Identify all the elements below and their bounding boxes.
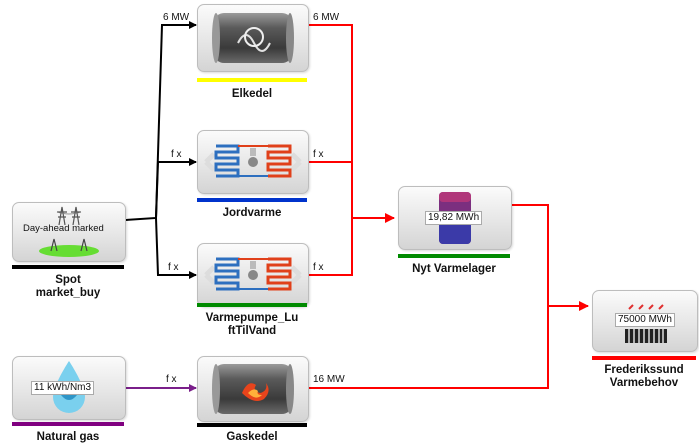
jordvarme-box[interactable] <box>197 130 309 194</box>
green-ground-icon <box>37 237 101 257</box>
varmelager-label: Nyt Varmelager <box>412 263 496 275</box>
elkedel-box[interactable] <box>197 4 309 72</box>
demand-inner-label: 75000 MWh <box>615 313 675 327</box>
gas-boiler-icon <box>208 361 298 417</box>
varmepumpe-box[interactable] <box>197 243 309 307</box>
line-spot-jordvarme <box>155 158 197 219</box>
demand-color-bar <box>592 356 696 360</box>
elkedel-color-bar <box>197 78 307 82</box>
power-pylon-icon <box>51 205 87 225</box>
natural-gas-box[interactable]: 11 kWh/Nm3 <box>12 356 126 420</box>
varmelager-inner-label: 19,82 MWh <box>425 211 483 225</box>
demand-box[interactable]: 75000 MWh <box>592 290 698 352</box>
spot-inner-label: Day-ahead marked <box>23 223 104 234</box>
demand-label: Frederikssund Varmebehov <box>604 364 684 389</box>
flow-label-gas-gaskedel: f x <box>166 374 177 385</box>
flow-label-elkedel-out: 6 MW <box>313 12 340 23</box>
flow-label-varmepumpe-out: f x <box>313 262 324 273</box>
gaskedel-box[interactable] <box>197 356 309 422</box>
flow-label-spot-varmepumpe: f x <box>168 262 179 273</box>
varmepumpe-label: Varmepumpe_Lu ftTilVand <box>205 312 299 337</box>
line-gaskedel-demand <box>308 306 549 389</box>
jordvarme-color-bar <box>197 198 307 202</box>
line-storage-demand <box>512 204 589 311</box>
spot-color-bar <box>12 265 124 269</box>
gaskedel-label: Gaskedel <box>226 431 278 443</box>
natural-gas-inner-label: 11 kWh/Nm3 <box>31 381 95 395</box>
electric-boiler-icon <box>208 9 298 67</box>
natural-gas-label: Natural gas <box>36 431 100 443</box>
line-elkedel-storage <box>308 24 353 218</box>
radiator-icon <box>619 303 673 349</box>
heat-pump-icon <box>202 134 304 190</box>
varmelager-box[interactable]: 19,82 MWh <box>398 186 512 250</box>
elkedel-label: Elkedel <box>231 88 273 100</box>
varmepumpe-color-bar <box>197 303 307 307</box>
line-spot-varmepumpe <box>155 217 197 279</box>
natural-gas-color-bar <box>12 422 124 426</box>
heat-pump-icon <box>202 247 304 303</box>
flow-label-jordvarme-out: f x <box>313 149 324 160</box>
flow-label-spot-jordvarme: f x <box>171 149 182 160</box>
line-varmepumpe-storage <box>308 218 353 276</box>
spot-market-box[interactable]: Day-ahead marked <box>12 202 126 262</box>
jordvarme-label: Jordvarme <box>222 207 282 219</box>
gaskedel-color-bar <box>197 423 307 427</box>
line-spot-elkedel <box>125 21 197 221</box>
varmelager-color-bar <box>398 254 510 258</box>
spot-label: Spot market_buy <box>35 274 101 299</box>
flow-label-spot-elkedel: 6 MW <box>163 12 190 23</box>
flow-label-gaskedel-out: 16 MW <box>313 374 345 385</box>
